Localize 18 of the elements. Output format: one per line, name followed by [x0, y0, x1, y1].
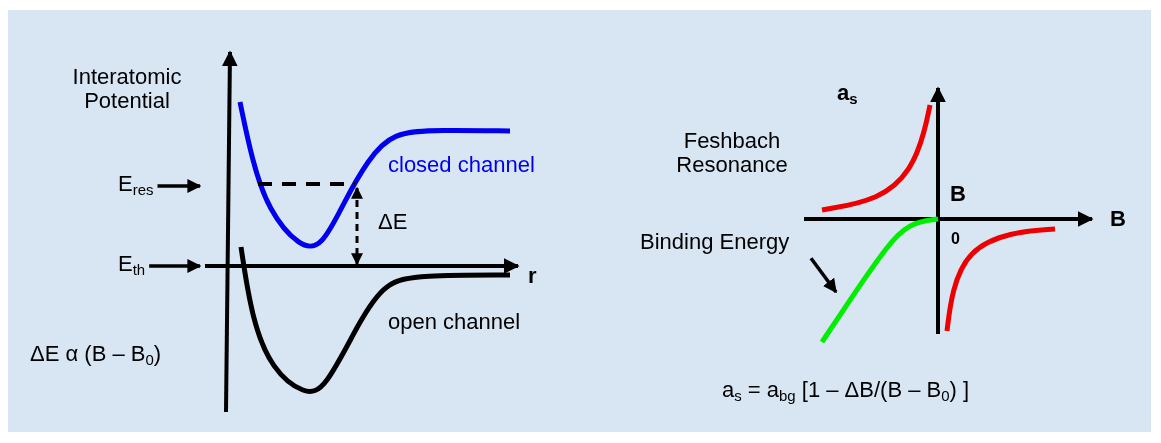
- curve-label: closed channel: [388, 153, 535, 178]
- quantity-label: ΔE: [378, 210, 408, 235]
- arrow: [149, 259, 202, 273]
- axis-origin-label: 0: [951, 230, 960, 248]
- callout-text: Binding Energy: [640, 230, 790, 255]
- axis-label: B: [950, 182, 966, 207]
- axis-label: r: [528, 264, 537, 289]
- arrow: [809, 257, 838, 294]
- energy-level-label: E$_{res}$: [118, 172, 154, 199]
- plot-title: Feshbach Resonance: [675, 129, 789, 178]
- formula-text: a$_{s}$ = a$_{bg}$ [1 – ΔB/(B – B$_{0}$) ]: [722, 378, 970, 405]
- curve-label: open channel: [388, 310, 521, 335]
- arrow: [157, 179, 202, 193]
- energy-level-label: E$_{th}$: [118, 252, 146, 279]
- axis-label: a$_{s}$: [837, 81, 858, 108]
- axis-title: Interatomic Potential: [71, 65, 183, 114]
- axis-label: B: [1110, 207, 1126, 232]
- formula-text: ΔE α (B – B$_{0}$): [30, 342, 162, 369]
